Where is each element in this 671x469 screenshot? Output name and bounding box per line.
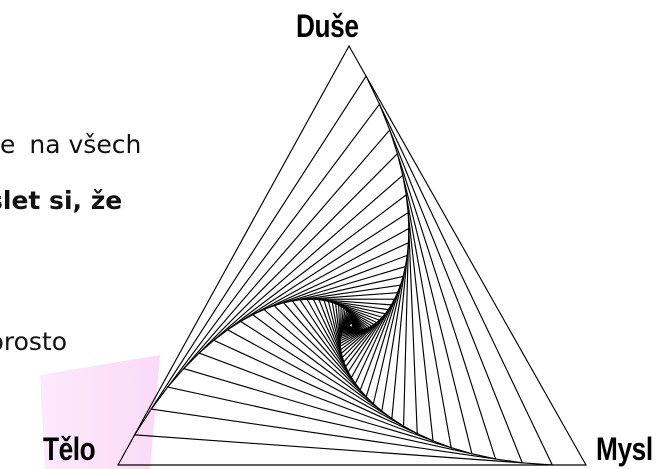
vertex-label-duse: Duše <box>296 10 359 42</box>
vertex-label-telo: Tělo <box>43 433 95 465</box>
nested-triangle <box>151 104 522 463</box>
nested-triangle <box>168 130 496 459</box>
nested-triangle <box>184 154 472 454</box>
nested-triangle <box>118 46 586 465</box>
vertex-label-mysl: Mysl <box>596 433 653 465</box>
nested-triangle <box>241 229 409 427</box>
